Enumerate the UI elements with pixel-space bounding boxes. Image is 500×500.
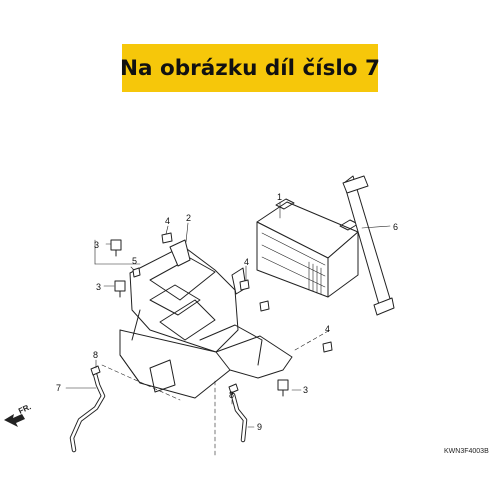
banner-text: Na obrázku díl číslo 7 (120, 55, 380, 81)
leader-lines (65, 201, 391, 456)
part-code: KWN3F4003B (444, 448, 489, 455)
callout-6: 6 (393, 222, 398, 232)
callout-2: 2 (186, 213, 191, 223)
battery-box-part (119, 239, 293, 399)
hose-part-7 (69, 371, 106, 453)
part-number-banner: Na obrázku díl číslo 7 (120, 44, 380, 92)
callout-4c: 4 (325, 324, 330, 334)
bolt-parts (110, 239, 289, 397)
hose-part-9 (230, 392, 248, 443)
callout-5: 5 (132, 256, 137, 266)
battery-strap-part (342, 175, 395, 316)
callout-4a: 4 (165, 216, 170, 226)
callout-9: 9 (257, 422, 262, 432)
clip-parts (90, 365, 239, 394)
front-direction-arrow: FR. (4, 402, 33, 427)
callout-1: 1 (277, 192, 282, 202)
callout-3a: 3 (94, 240, 99, 250)
battery-part (256, 198, 359, 298)
callout-4b: 4 (244, 257, 249, 267)
callout-3c: 3 (303, 385, 308, 395)
callout-7: 7 (56, 383, 61, 393)
nut-parts (132, 232, 333, 353)
direction-label: FR. (17, 402, 32, 416)
callout-3b: 3 (96, 282, 101, 292)
callout-8b: 8 (229, 390, 234, 400)
callout-8a: 8 (93, 350, 98, 360)
callout-labels: 1 2 3 3 3 4 4 4 5 6 7 8 8 9 (56, 192, 398, 432)
